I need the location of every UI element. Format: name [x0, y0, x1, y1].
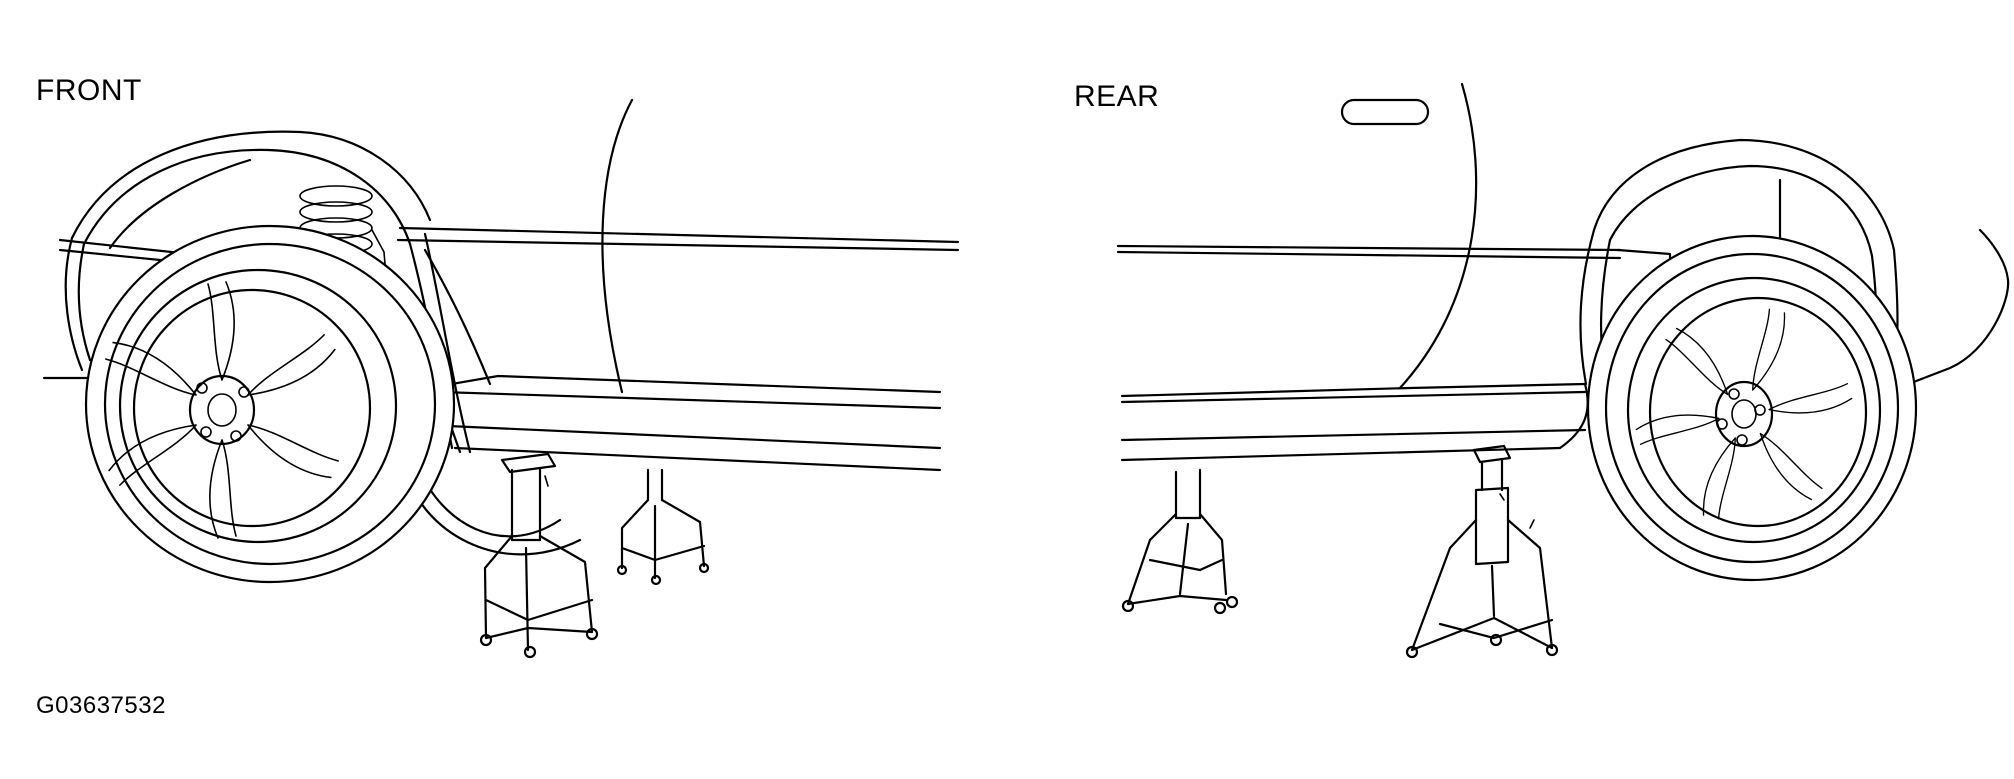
front-door-edge	[601, 98, 634, 394]
rear-jack-stand-left	[1121, 468, 1239, 615]
rear-door-handle	[1340, 98, 1430, 126]
figure-id: G03637532	[36, 692, 166, 719]
front-jack-stand-near	[479, 452, 599, 659]
front-jack-stand-far	[616, 468, 710, 586]
front-view-label: FRONT	[36, 74, 142, 107]
rear-jack-stand-right	[1405, 444, 1559, 659]
front-rocker-panel	[423, 248, 942, 472]
rear-view	[1116, 82, 2010, 659]
front-view	[42, 98, 960, 659]
rear-wheel	[1586, 234, 1918, 582]
front-wheel	[84, 224, 582, 584]
front-body-side-lines	[58, 226, 960, 262]
rear-door-edge	[1398, 82, 1478, 390]
rear-view-label: REAR	[1074, 80, 1160, 113]
rear-rocker-panel	[1120, 382, 1589, 462]
